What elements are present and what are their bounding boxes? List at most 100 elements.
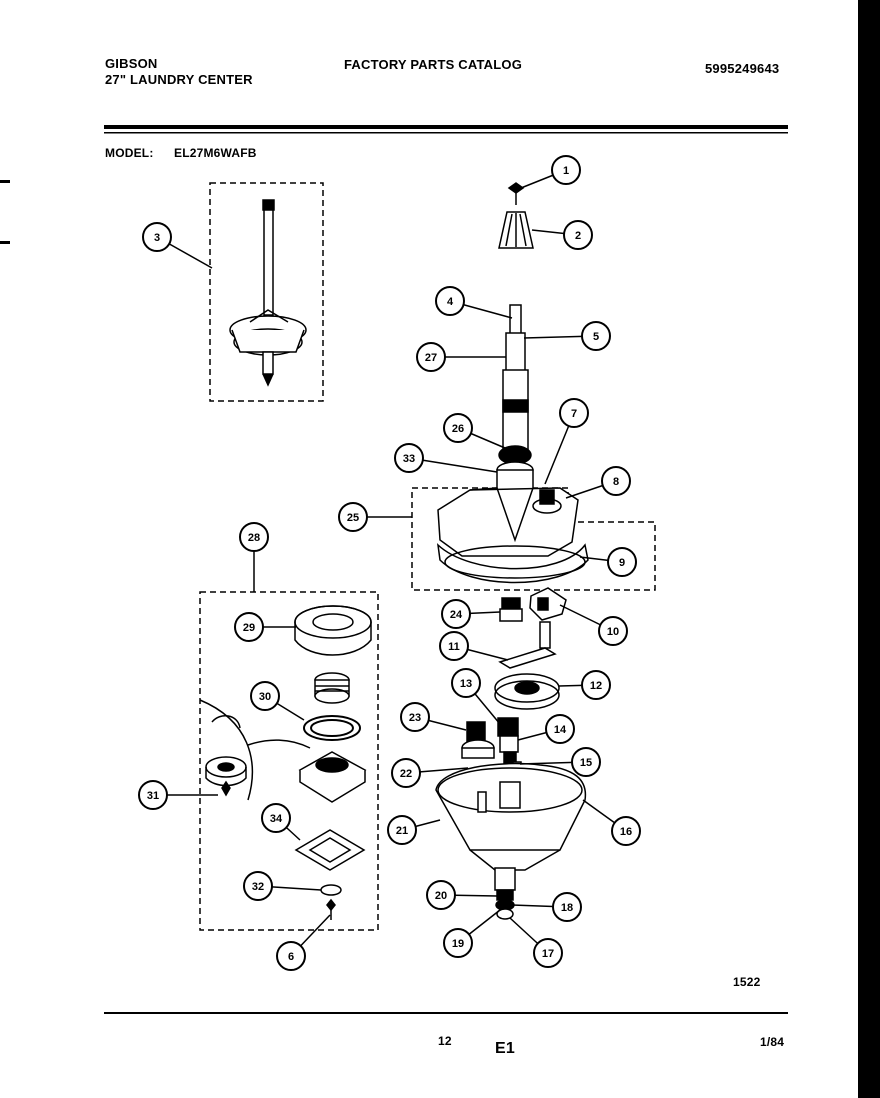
callout-circle [571,747,601,777]
header-rule-thin [104,132,788,134]
model-label: MODEL: [105,146,154,160]
callout-number: 27 [425,352,437,364]
callout-circle [552,892,582,922]
callout-circle [234,612,264,642]
inset-detail [199,699,311,801]
callout-circle [559,398,589,428]
main-shaft [496,304,534,491]
callout-circle [394,443,424,473]
callout-number: 30 [259,691,271,703]
callout-circle [611,816,641,846]
callout-number: 22 [400,768,412,780]
footer-rule [104,1012,788,1014]
callout-number: 17 [542,948,554,960]
callout-number: 32 [252,881,264,893]
callout-circle [435,286,465,316]
callout-circle [276,941,306,971]
callout-number: 8 [613,476,619,488]
callout-number: 24 [450,609,463,621]
callout-number: 11 [448,641,460,653]
model-number: EL27M6WAFB [174,146,257,160]
header-rule [104,125,788,129]
callout-number: 20 [435,890,447,902]
callout-circle [142,222,172,252]
callout-number: 7 [571,408,577,420]
callout-circle [441,599,471,629]
shift-lever-cam [529,587,567,621]
callout-number: 28 [248,532,260,544]
scan-edge-mark [0,241,10,244]
callout-number: 31 [147,790,159,802]
catalog-number: 5995249643 [705,61,780,76]
callout-number: 12 [590,680,602,692]
callout-circle [601,466,631,496]
callout-circle [338,502,368,532]
callout-number: 25 [347,512,359,524]
callout-circle [563,220,593,250]
callout-number: 26 [452,423,464,435]
callout-circle [581,670,611,700]
callout-circle [607,547,637,577]
callout-number: 2 [575,230,581,242]
callout-number: 5 [593,331,599,343]
callout-number: 29 [243,622,255,634]
callout-circle [416,342,446,372]
revision-date: 1/84 [760,1035,785,1049]
transmission-cover [436,487,589,584]
callout-number: 15 [580,757,592,769]
callout-circle [451,668,481,698]
callout-circle [426,880,456,910]
callout-number: 23 [409,712,421,724]
callout-circle [400,702,430,732]
callout-number: 10 [607,626,619,638]
callout-circle [250,681,280,711]
figure-code: 1522 [733,975,761,989]
crank-arm [498,621,557,669]
bearing-housing [298,751,367,803]
callout-number: 3 [154,232,160,244]
callout-circle [387,815,417,845]
callout-circle [551,155,581,185]
group-box-25 [411,487,656,591]
group-box-3 [209,182,324,402]
callout-circle [243,871,273,901]
exploded-parts-diagram: 1234567891011121314151617181920212223242… [104,125,788,1014]
callout-circle [598,616,628,646]
callout-circle [443,413,473,443]
callout-number: 18 [561,902,573,914]
o-ring [303,715,361,741]
callout-number: 9 [619,557,625,569]
gasket [294,829,366,871]
brand-name: GIBSON [105,56,158,71]
page-number: 12 [438,1034,452,1048]
callout-circle [533,938,563,968]
gear-case [435,762,587,891]
brake-seal-ring [294,605,372,656]
scan-edge-mark [0,180,10,183]
callout-number: 1 [563,165,569,177]
callout-circle [239,522,269,552]
callout-circle [261,803,291,833]
callout-number: 19 [452,938,464,950]
callout-circle [439,631,469,661]
callout-number: 16 [620,826,632,838]
callout-number: 6 [288,951,294,963]
callout-circle [581,321,611,351]
parts-catalog-page: GIBSON 27" LAUNDRY CENTER FACTORY PARTS … [0,0,858,1098]
callout-number: 34 [270,813,283,825]
pinion-gear [499,597,523,622]
callout-number: 21 [396,825,408,837]
product-name: 27" LAUNDRY CENTER [105,72,253,87]
bottom-bearing [495,889,515,920]
callout-number: 4 [447,296,454,308]
callout-number: 33 [403,453,415,465]
callout-circle [391,758,421,788]
idler-gear [461,721,495,759]
spring-coil [314,672,350,704]
callout-circle [138,780,168,810]
callout-circle [545,714,575,744]
catalog-title: FACTORY PARTS CATALOG [344,57,523,72]
cap-cone [498,211,534,249]
cap-bolt [507,182,525,205]
agitator-shaft-assembly [229,199,307,387]
